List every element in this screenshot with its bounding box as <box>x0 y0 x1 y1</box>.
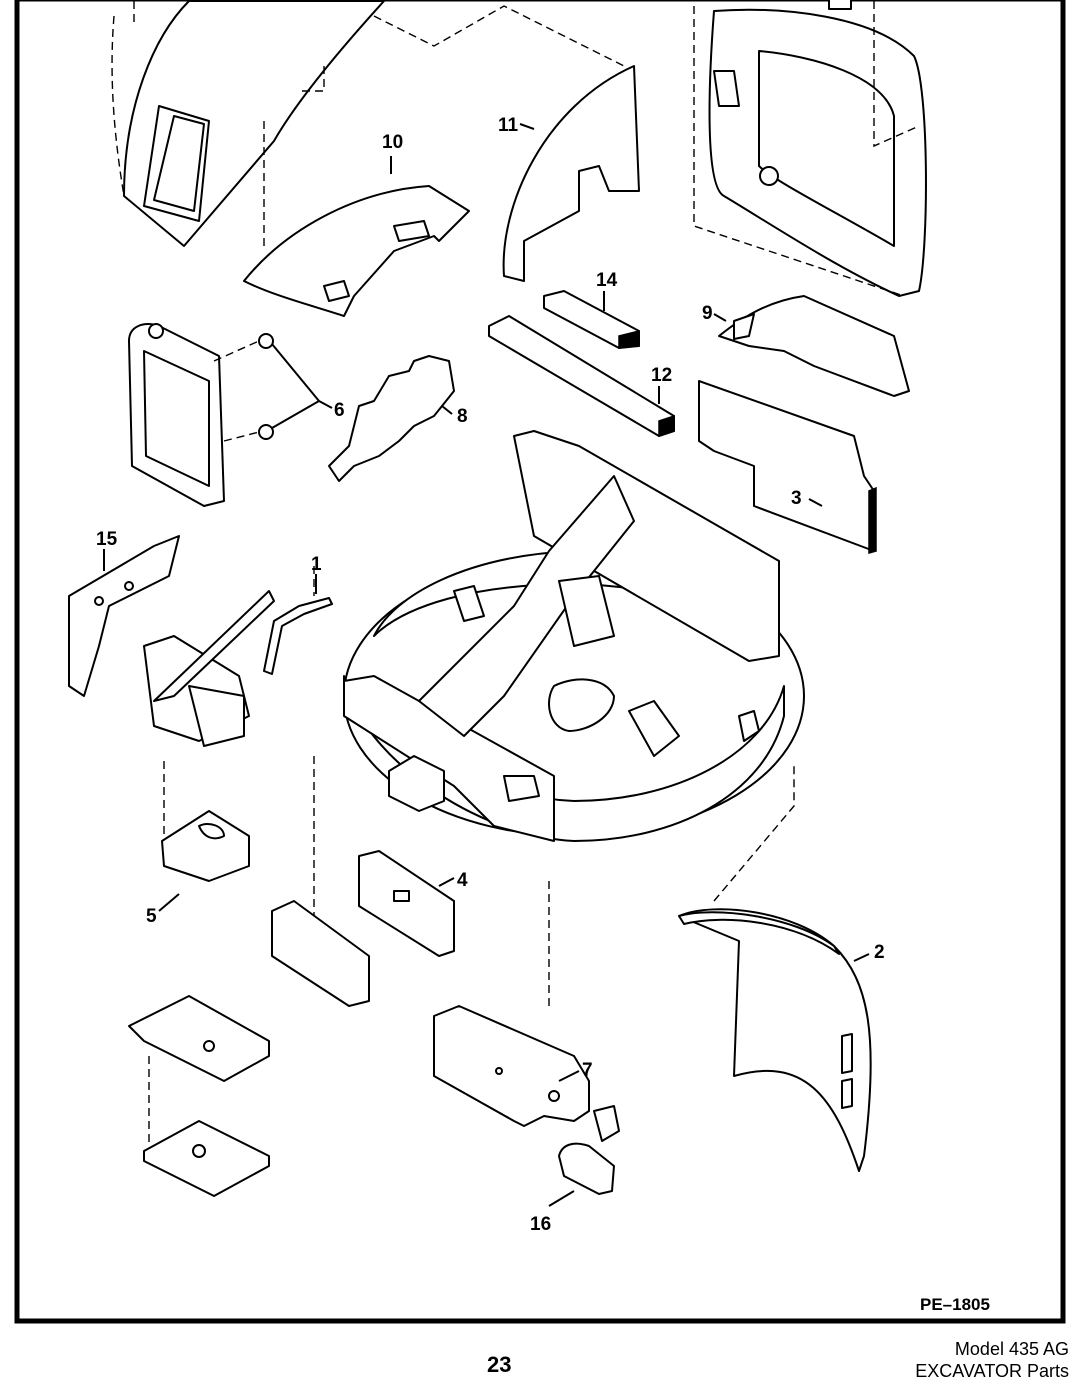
part-3-side-plate <box>698 380 877 554</box>
model-name: Model 435 AG <box>954 1339 1069 1359</box>
part-label-16: 16 <box>530 1214 551 1235</box>
part-7-plate <box>433 876 620 1142</box>
exploded-parts-diagram: 10 11 14 9 12 6 8 3 15 1 4 5 2 7 16 PE–1… <box>14 0 1066 1324</box>
part-1-rod <box>263 566 333 675</box>
part-label-10: 10 <box>382 132 403 153</box>
part-label-2: 2 <box>874 942 885 963</box>
diagram-border <box>14 0 1066 1324</box>
console-bracket <box>143 590 275 747</box>
part-labels: 10 11 14 9 12 6 8 3 15 1 4 5 2 7 16 PE–1… <box>96 115 990 1314</box>
part-14-bar <box>543 290 640 349</box>
part-label-1: 1 <box>311 554 322 575</box>
part-label-3: 3 <box>791 488 802 509</box>
floor-plate-lower <box>143 1056 270 1197</box>
rear-cover-top-right <box>693 0 927 297</box>
part-label-9: 9 <box>702 303 713 324</box>
part-11-curved-panel <box>502 65 640 282</box>
side-panel-top-left <box>111 0 385 247</box>
part-12-long-bar <box>488 315 675 438</box>
part-8-bracket <box>328 355 455 482</box>
part-4-panel <box>358 850 455 957</box>
part-5-cover <box>161 761 250 882</box>
part-9-plate <box>718 295 910 397</box>
part-15-plate <box>68 535 180 697</box>
part-6-mounts <box>213 333 320 442</box>
part-label-8: 8 <box>457 406 468 427</box>
part-label-7: 7 <box>582 1060 593 1081</box>
diagram-frame: 10 11 14 9 12 6 8 3 15 1 4 5 2 7 16 PE–1… <box>14 0 1066 1324</box>
part-16-pad <box>558 1142 615 1195</box>
part-label-15: 15 <box>96 529 118 550</box>
figure-code: PE–1805 <box>920 1295 990 1314</box>
leader-dash-2 <box>373 5 625 67</box>
part-label-6: 6 <box>334 400 345 421</box>
part-label-12: 12 <box>651 365 672 386</box>
page-number: 23 <box>487 1352 512 1377</box>
manual-name: EXCAVATOR Parts <box>915 1361 1069 1381</box>
part-label-11: 11 <box>498 115 519 136</box>
radiator <box>128 323 225 507</box>
part-label-4: 4 <box>457 870 468 891</box>
part-10-cover-plate <box>243 185 470 317</box>
floor-plate-upper <box>128 995 270 1082</box>
leader-lines <box>103 123 870 1207</box>
part-label-14: 14 <box>596 270 618 291</box>
slotted-access-panel <box>271 756 370 1007</box>
main-upper-frame <box>343 430 805 842</box>
footer-model-block: Model 435 AG EXCAVATOR Parts <box>915 1338 1069 1382</box>
part-2-counterweight-panel <box>678 766 872 1172</box>
part-label-5: 5 <box>146 906 157 927</box>
